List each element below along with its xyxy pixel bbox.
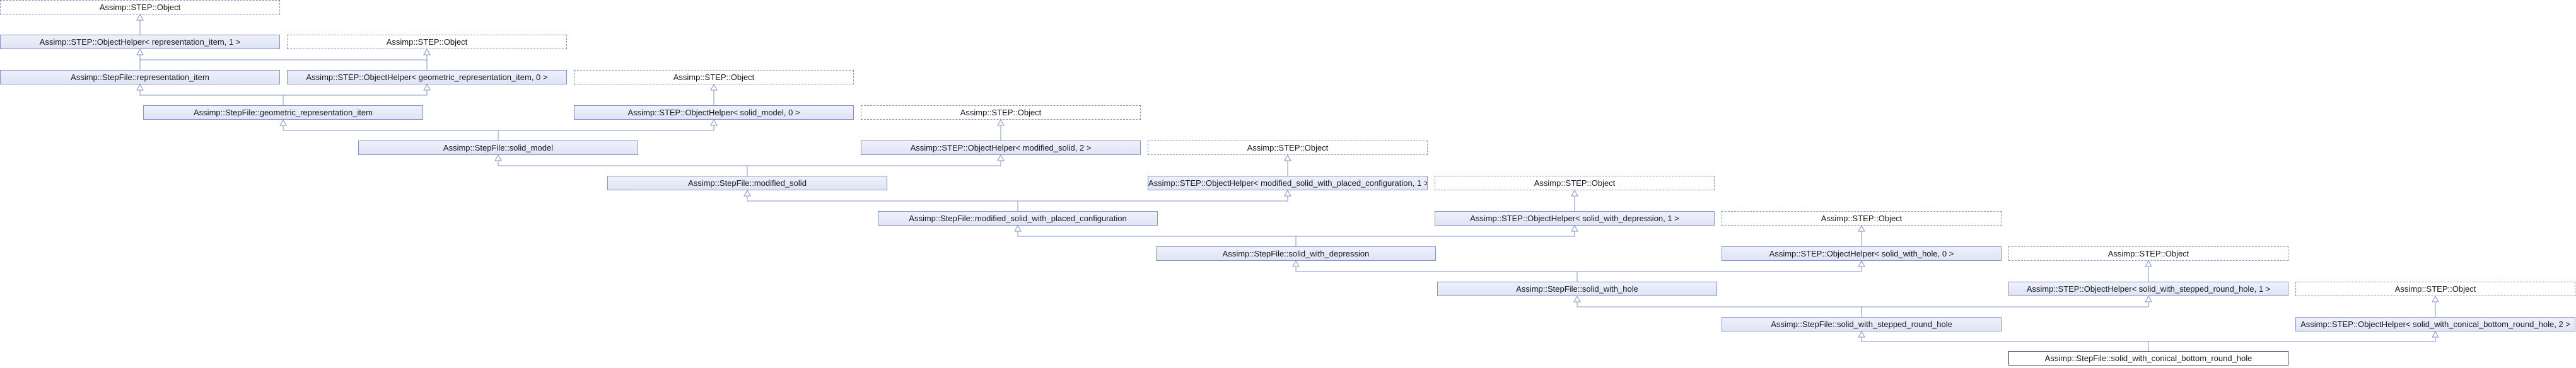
inheritance-arrowhead-h_ri-o1 bbox=[136, 13, 144, 21]
inheritance-arrowhead-ri-h_ri bbox=[136, 48, 144, 55]
inheritance-edge-swcbrh-swsrh bbox=[1861, 335, 2149, 351]
inheritance-edge-swd-mswpc bbox=[1017, 229, 1297, 246]
inheritance-arrowhead-sm-gri bbox=[279, 118, 287, 126]
class-node-o8[interactable]: Assimp::STEP::Object bbox=[2008, 246, 2288, 261]
inheritance-edge-ri-o2 bbox=[139, 53, 428, 70]
class-node-o4[interactable]: Assimp::STEP::Object bbox=[861, 105, 1141, 120]
class-node-o9[interactable]: Assimp::STEP::Object bbox=[2295, 282, 2575, 296]
class-node-h_sm[interactable]: Assimp::STEP::ObjectHelper< solid_model,… bbox=[574, 105, 854, 120]
class-node-sm[interactable]: Assimp::StepFile::solid_model bbox=[358, 141, 638, 155]
class-node-o1[interactable]: Assimp::STEP::Object bbox=[0, 0, 280, 14]
inheritance-arrowhead-h_swd-o6 bbox=[1571, 189, 1578, 197]
class-node-o3[interactable]: Assimp::STEP::Object bbox=[574, 70, 854, 84]
inheritance-edge-ms-sm bbox=[498, 159, 748, 176]
inheritance-edge-gri-h_gri bbox=[283, 88, 428, 105]
inheritance-arrowhead-h_sm-o3 bbox=[710, 83, 718, 91]
inheritance-edge-swh-h_swh bbox=[1576, 265, 1862, 282]
inheritance-arrowhead-h_swcbrh-o9 bbox=[2432, 295, 2439, 302]
class-node-o2[interactable]: Assimp::STEP::Object bbox=[287, 35, 567, 49]
inheritance-edge-swd-h_swd bbox=[1295, 229, 1575, 246]
inheritance-arrowhead-gri-ri bbox=[136, 83, 144, 91]
inheritance-arrowhead-swd-h_swd bbox=[1571, 224, 1578, 232]
class-node-o7[interactable]: Assimp::STEP::Object bbox=[1722, 211, 2002, 226]
inheritance-arrowhead-swcbrh-swsrh bbox=[1858, 330, 1865, 338]
inheritance-arrowhead-h_ms-o4 bbox=[997, 118, 1005, 126]
inheritance-arrowhead-h_mswpc-o5 bbox=[1284, 154, 1291, 161]
inheritance-edge-sm-gri bbox=[283, 124, 499, 141]
class-node-gri[interactable]: Assimp::StepFile::geometric_representati… bbox=[143, 105, 423, 120]
inheritance-arrowhead-h_gri-o2 bbox=[423, 48, 431, 55]
class-node-swh[interactable]: Assimp::StepFile::solid_with_hole bbox=[1437, 282, 1717, 296]
class-node-swd[interactable]: Assimp::StepFile::solid_with_depression bbox=[1156, 246, 1436, 261]
inheritance-edge-mswpc-h_mswpc bbox=[1017, 194, 1288, 211]
inheritance-arrowhead-swd-mswpc bbox=[1014, 224, 1022, 232]
inheritance-arrowhead-ms-sm bbox=[494, 154, 502, 161]
inheritance-edge-swh-swd bbox=[1295, 265, 1578, 282]
class-node-ri[interactable]: Assimp::StepFile::representation_item bbox=[0, 70, 280, 84]
inheritance-edge-mswpc-ms bbox=[747, 194, 1018, 211]
inheritance-arrowhead-swh-swd bbox=[1292, 260, 1300, 267]
inheritance-edge-ms-h_ms bbox=[747, 159, 1001, 176]
inheritance-arrowhead-mswpc-h_mswpc bbox=[1284, 189, 1291, 197]
inheritance-arrowhead-mswpc-ms bbox=[743, 189, 751, 197]
class-node-mswpc[interactable]: Assimp::StepFile::modified_solid_with_pl… bbox=[878, 211, 1158, 226]
inheritance-edge-gri-ri bbox=[139, 88, 284, 105]
inheritance-arrowhead-swh-h_swh bbox=[1858, 260, 1865, 267]
class-node-h_swcbrh[interactable]: Assimp::STEP::ObjectHelper< solid_with_c… bbox=[2295, 317, 2575, 331]
class-node-swsrh[interactable]: Assimp::StepFile::solid_with_stepped_rou… bbox=[1722, 317, 2002, 331]
inheritance-edge-swcbrh-h_swcbrh bbox=[2148, 335, 2436, 351]
class-node-o6[interactable]: Assimp::STEP::Object bbox=[1435, 176, 1715, 190]
inheritance-arrowhead-swsrh-h_swsrh bbox=[2145, 295, 2152, 302]
inheritance-arrowhead-swsrh-swh bbox=[1573, 295, 1581, 302]
class-node-h_gri[interactable]: Assimp::STEP::ObjectHelper< geometric_re… bbox=[287, 70, 567, 84]
class-node-swcbrh: Assimp::StepFile::solid_with_conical_bot… bbox=[2008, 351, 2288, 365]
class-node-h_ms[interactable]: Assimp::STEP::ObjectHelper< modified_sol… bbox=[861, 141, 1141, 155]
class-node-h_swd[interactable]: Assimp::STEP::ObjectHelper< solid_with_d… bbox=[1435, 211, 1715, 226]
class-node-h_mswpc[interactable]: Assimp::STEP::ObjectHelper< modified_sol… bbox=[1148, 176, 1428, 190]
class-node-h_swh[interactable]: Assimp::STEP::ObjectHelper< solid_with_h… bbox=[1722, 246, 2002, 261]
inheritance-arrowhead-swcbrh-h_swcbrh bbox=[2432, 330, 2439, 338]
inheritance-arrowhead-gri-h_gri bbox=[423, 83, 431, 91]
inheritance-edge-swsrh-swh bbox=[1576, 300, 1862, 317]
inheritance-edge-swsrh-h_swsrh bbox=[1861, 300, 2149, 317]
class-node-h_ri[interactable]: Assimp::STEP::ObjectHelper< representati… bbox=[0, 35, 280, 49]
inheritance-edge-sm-h_sm bbox=[498, 124, 714, 141]
class-node-o5[interactable]: Assimp::STEP::Object bbox=[1148, 141, 1428, 155]
inheritance-arrowhead-h_swh-o7 bbox=[1858, 224, 1865, 232]
inheritance-arrowhead-ms-h_ms bbox=[997, 154, 1005, 161]
inheritance-arrowhead-sm-h_sm bbox=[710, 118, 718, 126]
class-node-h_swsrh[interactable]: Assimp::STEP::ObjectHelper< solid_with_s… bbox=[2008, 282, 2288, 296]
class-node-ms[interactable]: Assimp::StepFile::modified_solid bbox=[607, 176, 887, 190]
inheritance-arrowhead-h_swsrh-o8 bbox=[2145, 260, 2152, 267]
